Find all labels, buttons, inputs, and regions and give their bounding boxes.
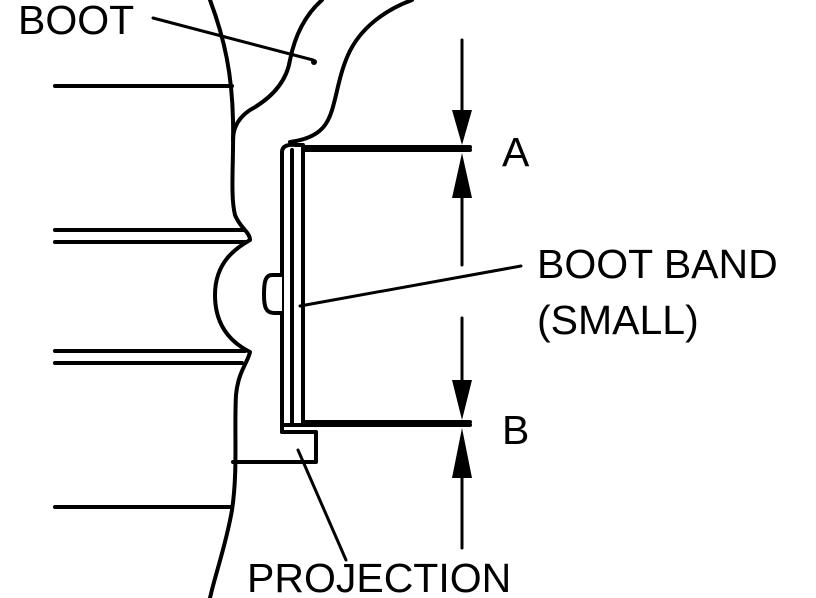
boot-leader-dot [311, 59, 317, 65]
dimension-arrowheads [452, 110, 472, 478]
boot-outline [231, 0, 324, 142]
shaft-lines [53, 84, 248, 509]
projection-leader [296, 448, 348, 562]
boot-leader [151, 16, 315, 62]
boot-band-label-line1: BOOT BAND [537, 241, 778, 287]
boot-band-label-line2: (SMALL) [537, 297, 699, 343]
shaft-contour [208, 0, 252, 598]
boot-band [262, 142, 472, 427]
boot-label: BOOT [18, 0, 135, 43]
boot-outline-right [288, 0, 414, 144]
dimension-a-label: A [502, 129, 530, 175]
dimension-b-label: B [502, 407, 530, 453]
boot-band-leader [298, 264, 523, 308]
projection-label: PROJECTION [247, 555, 512, 598]
projection-shape [231, 423, 318, 464]
